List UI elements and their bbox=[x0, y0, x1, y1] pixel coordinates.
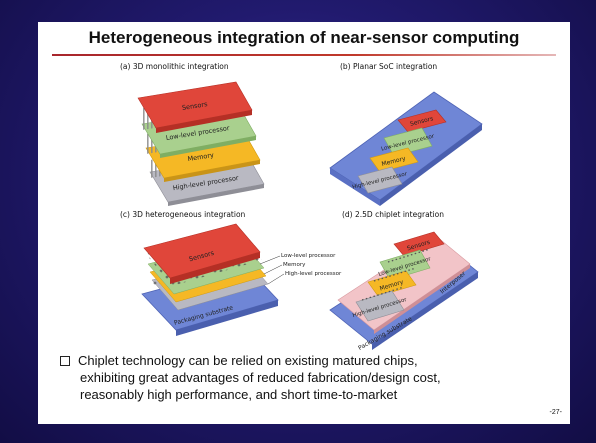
panel-c-label: (c) 3D heterogeneous integration bbox=[120, 210, 246, 219]
integration-diagrams: Sensors Low-level processor Memory High-… bbox=[137, 81, 483, 352]
panel-b-sensors-block bbox=[397, 109, 447, 133]
panel-c-callout-line-1 bbox=[259, 255, 281, 265]
page-number: -27- bbox=[549, 409, 562, 416]
panel-d-lowlevel-block bbox=[379, 249, 431, 281]
panel-b-diagram bbox=[329, 91, 483, 206]
panel-d-sensors-block bbox=[393, 231, 445, 257]
panel-b-lowlevel-block bbox=[383, 127, 433, 157]
bullet-line-1: Chiplet technology can be relied on exis… bbox=[78, 353, 418, 368]
bullet-point: Chiplet technology can be relied on exis… bbox=[60, 352, 560, 403]
panel-c-callout-line-2 bbox=[263, 264, 283, 275]
panel-c-callout-highlevel: High-level processor bbox=[285, 271, 342, 277]
panel-c-diagram bbox=[141, 223, 285, 336]
title-underline bbox=[52, 54, 556, 56]
panel-a-label: (a) 3D monolithic integration bbox=[120, 62, 229, 71]
panel-b-label: (b) Planar SoC integration bbox=[340, 62, 438, 71]
slide-title: Heterogeneous integration of near-sensor… bbox=[88, 28, 520, 47]
bullet-line-2: exhibiting great advantages of reduced f… bbox=[80, 370, 441, 385]
slide: Heterogeneous integration of near-sensor… bbox=[38, 22, 570, 424]
checkbox-bullet-icon bbox=[60, 356, 70, 366]
panel-d-diagram bbox=[329, 231, 479, 350]
bullet-line-3: reasonably high performance, and short t… bbox=[80, 387, 398, 402]
panel-b-memory-block bbox=[369, 147, 419, 173]
panel-d-label: (d) 2.5D chiplet integration bbox=[342, 210, 445, 219]
panel-c-callout-line-3 bbox=[267, 273, 285, 285]
panel-a-diagram bbox=[137, 81, 265, 206]
panel-c-callout-lowlevel: Low-level processor bbox=[281, 253, 336, 259]
panel-c-callout-memory: Memory bbox=[283, 262, 306, 268]
panel-d-highlevel-block bbox=[355, 290, 405, 322]
panel-b-highlevel-block bbox=[357, 166, 403, 194]
